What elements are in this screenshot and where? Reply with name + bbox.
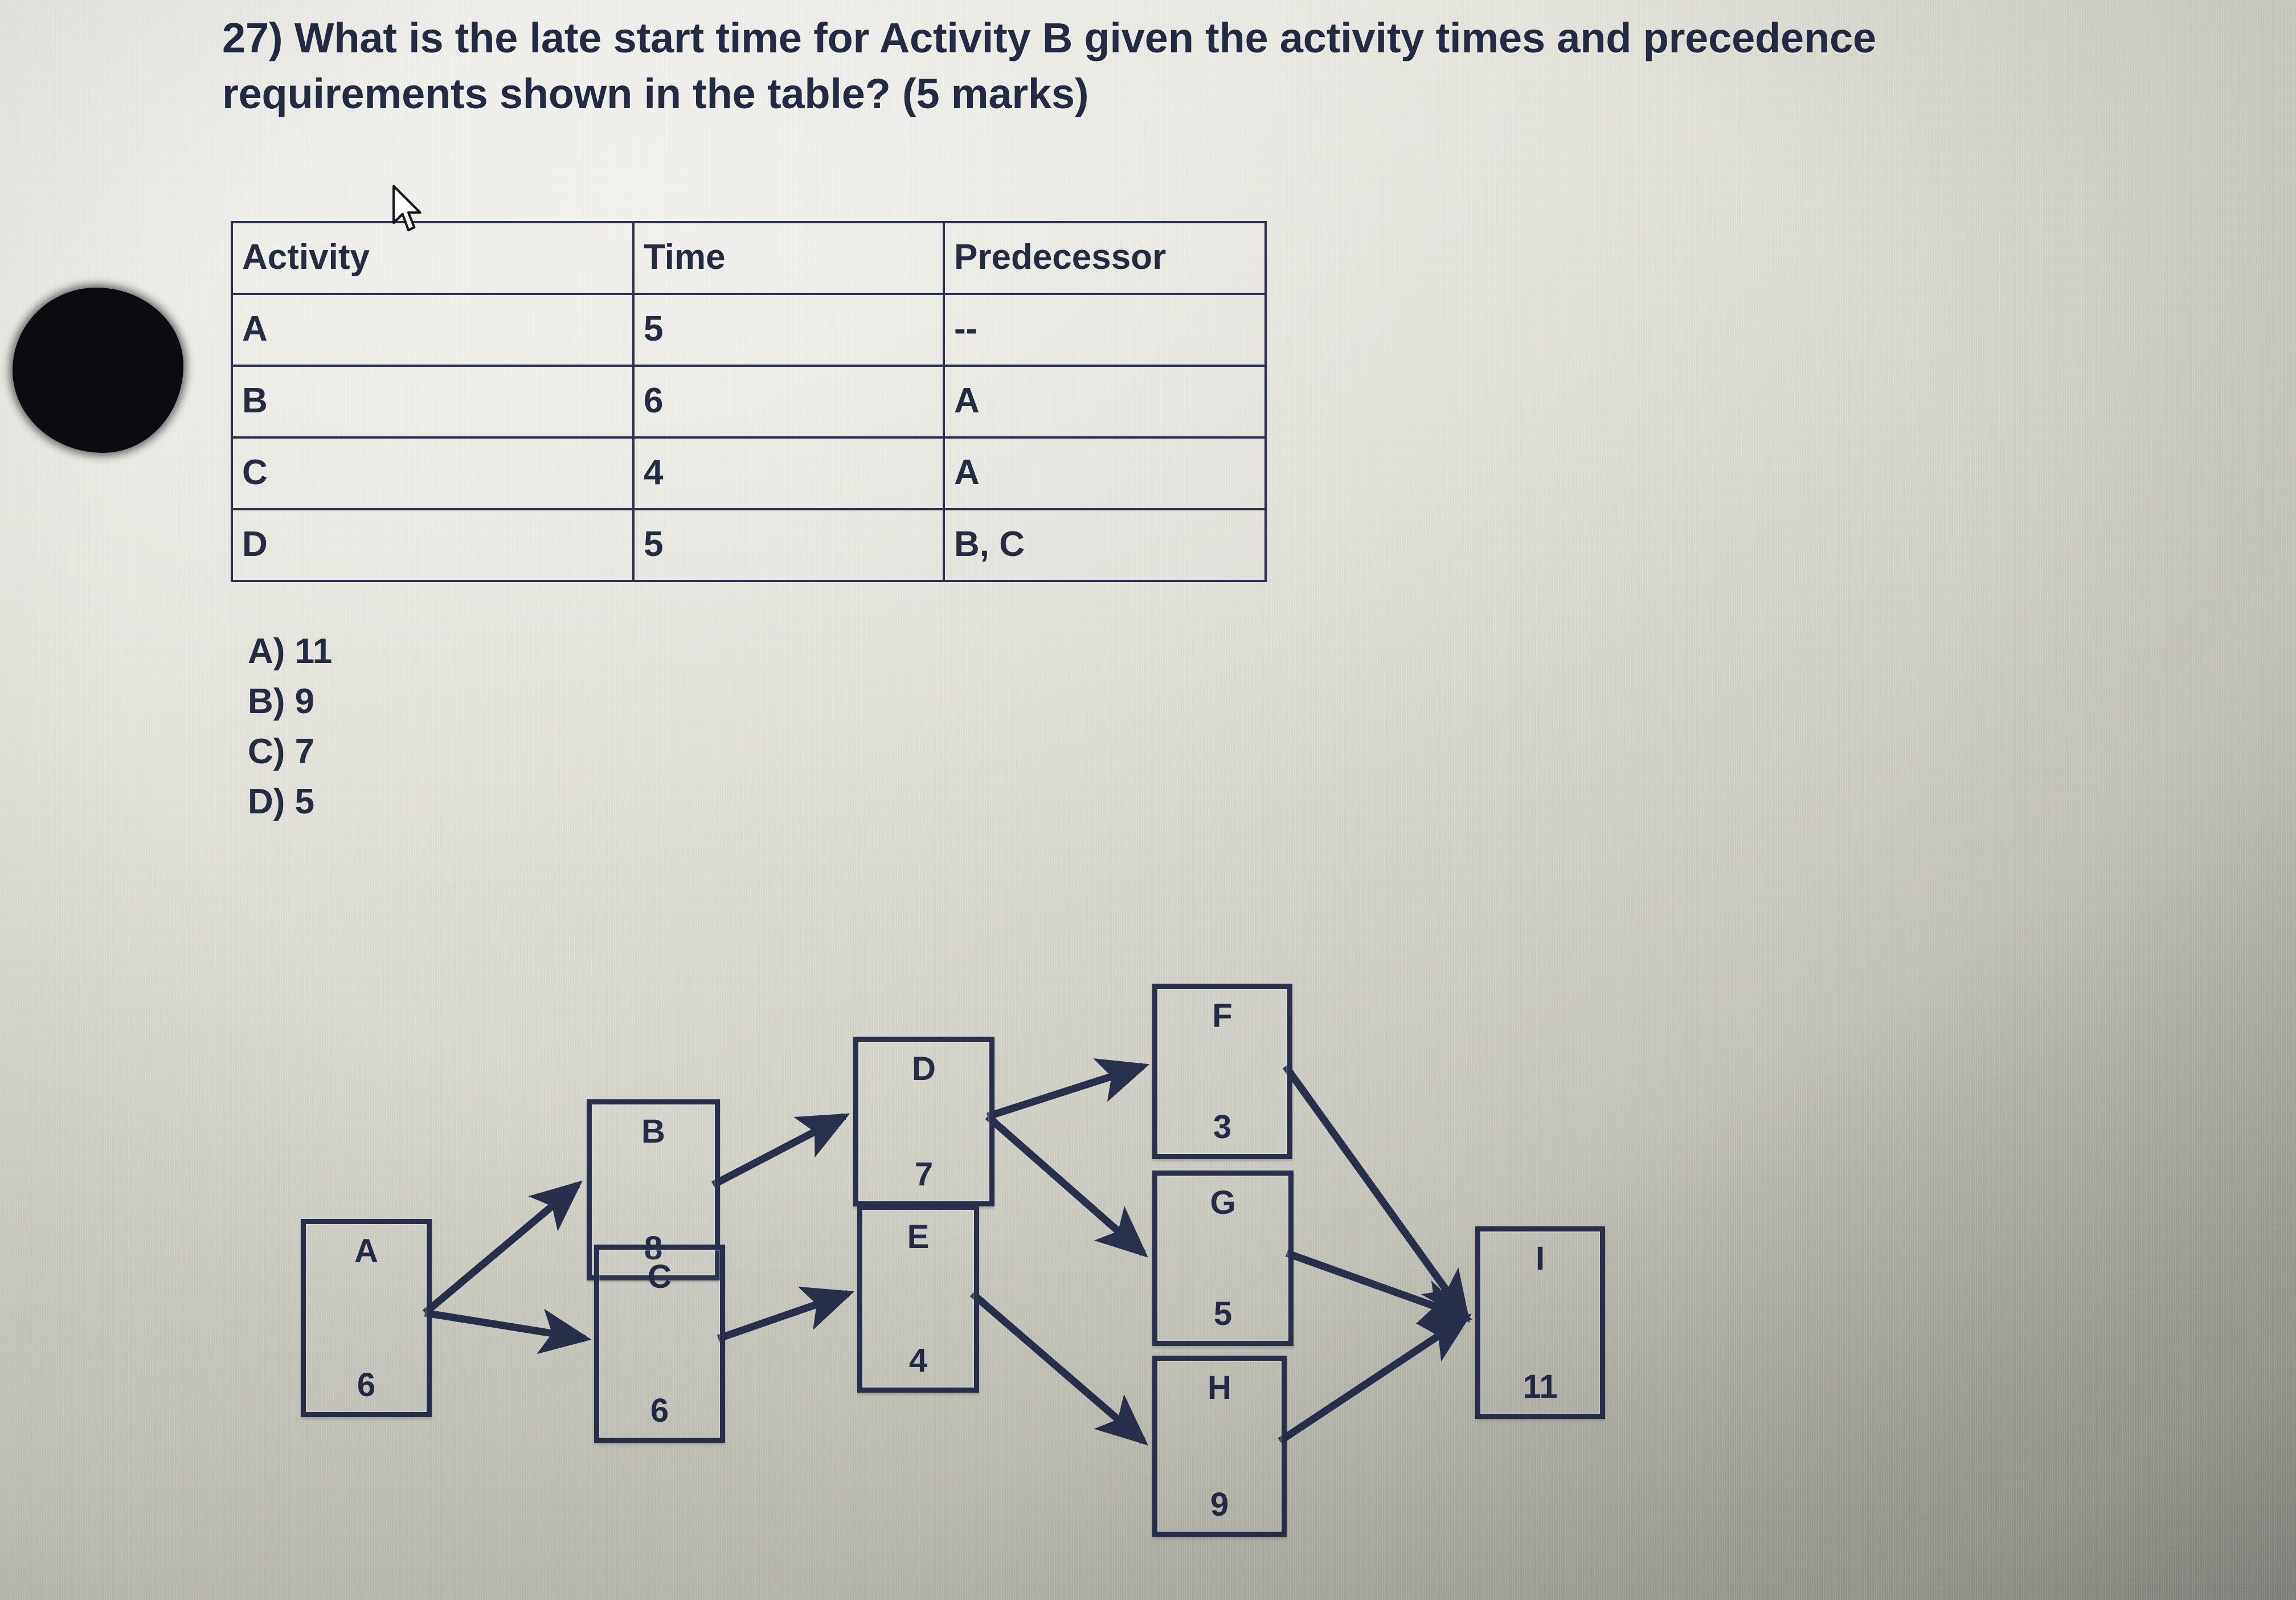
cell-time: 6 bbox=[632, 365, 945, 439]
table-row: D 5 B, C bbox=[231, 508, 1267, 582]
diagram-edge-h-to-i bbox=[1278, 1313, 1472, 1444]
answer-choice-a[interactable]: A) 11 bbox=[248, 632, 333, 671]
cell-predecessor: B, C bbox=[943, 508, 1267, 582]
answer-choice-d[interactable]: D) 5 bbox=[248, 782, 315, 822]
cell-time: 4 bbox=[632, 436, 945, 510]
node-duration: 6 bbox=[357, 1366, 376, 1403]
diagram-edge-e-to-h bbox=[969, 1291, 1148, 1446]
node-duration: 7 bbox=[914, 1156, 934, 1193]
diagram-edge-c-to-e bbox=[717, 1286, 855, 1343]
node-label: G bbox=[1210, 1184, 1236, 1221]
cell-activity: B bbox=[231, 365, 635, 439]
cell-activity: D bbox=[231, 508, 635, 582]
diagram-edge-a-to-b bbox=[422, 1180, 583, 1316]
cell-time: 5 bbox=[632, 293, 945, 367]
node-label: C bbox=[648, 1258, 672, 1295]
cell-predecessor: A bbox=[943, 436, 1267, 510]
cell-activity: C bbox=[231, 436, 635, 510]
node-duration: 5 bbox=[1213, 1295, 1233, 1332]
node-label: B bbox=[641, 1113, 665, 1150]
activity-table: Activity Time Predecessor A 5 -- B 6 A C… bbox=[231, 221, 1267, 582]
diagram-edge-b-to-d bbox=[711, 1113, 850, 1188]
answer-choice-b[interactable]: B) 9 bbox=[248, 682, 315, 722]
node-duration: 9 bbox=[1210, 1486, 1229, 1523]
lens-obstruction-blob bbox=[13, 288, 183, 453]
node-label: I bbox=[1535, 1240, 1545, 1277]
table-row: B 6 A bbox=[231, 365, 1267, 439]
table-row: C 4 A bbox=[231, 436, 1267, 510]
cell-activity: A bbox=[231, 293, 635, 367]
cell-predecessor: A bbox=[943, 365, 1267, 439]
node-label: D bbox=[912, 1050, 936, 1087]
table-header-row: Activity Time Predecessor bbox=[231, 221, 1267, 295]
column-header-activity: Activity bbox=[231, 221, 635, 295]
node-label: A bbox=[354, 1233, 378, 1270]
node-label: H bbox=[1208, 1369, 1231, 1406]
answer-choice-c[interactable]: C) 7 bbox=[248, 732, 315, 772]
diagram-edge-d-to-f bbox=[987, 1058, 1150, 1120]
node-duration: 4 bbox=[908, 1342, 928, 1379]
diagram-edge-d-to-g bbox=[985, 1114, 1148, 1258]
diagram-edge-a-to-c bbox=[424, 1308, 592, 1355]
node-label: E bbox=[907, 1218, 930, 1255]
column-header-time: Time bbox=[632, 221, 945, 295]
cell-predecessor: -- bbox=[943, 293, 1267, 367]
answer-choices: A) 11 B) 9 C) 7 D) 5 bbox=[248, 627, 332, 827]
diagram-node-i: I 11 bbox=[1475, 1226, 1605, 1419]
diagram-edge-f-to-i bbox=[1282, 1064, 1470, 1323]
question-prompt: 27) What is the late start time for Acti… bbox=[222, 14, 1876, 117]
mouse-cursor-arrow-icon bbox=[392, 185, 421, 232]
node-duration: 6 bbox=[650, 1392, 669, 1429]
node-duration: 11 bbox=[1523, 1368, 1558, 1405]
node-duration: 3 bbox=[1213, 1108, 1232, 1145]
table-row: A 5 -- bbox=[231, 293, 1267, 367]
cell-time: 5 bbox=[632, 508, 945, 582]
diagram-edge-g-to-i bbox=[1285, 1249, 1473, 1324]
column-header-predecessor: Predecessor bbox=[943, 221, 1267, 295]
node-label: F bbox=[1212, 997, 1233, 1034]
